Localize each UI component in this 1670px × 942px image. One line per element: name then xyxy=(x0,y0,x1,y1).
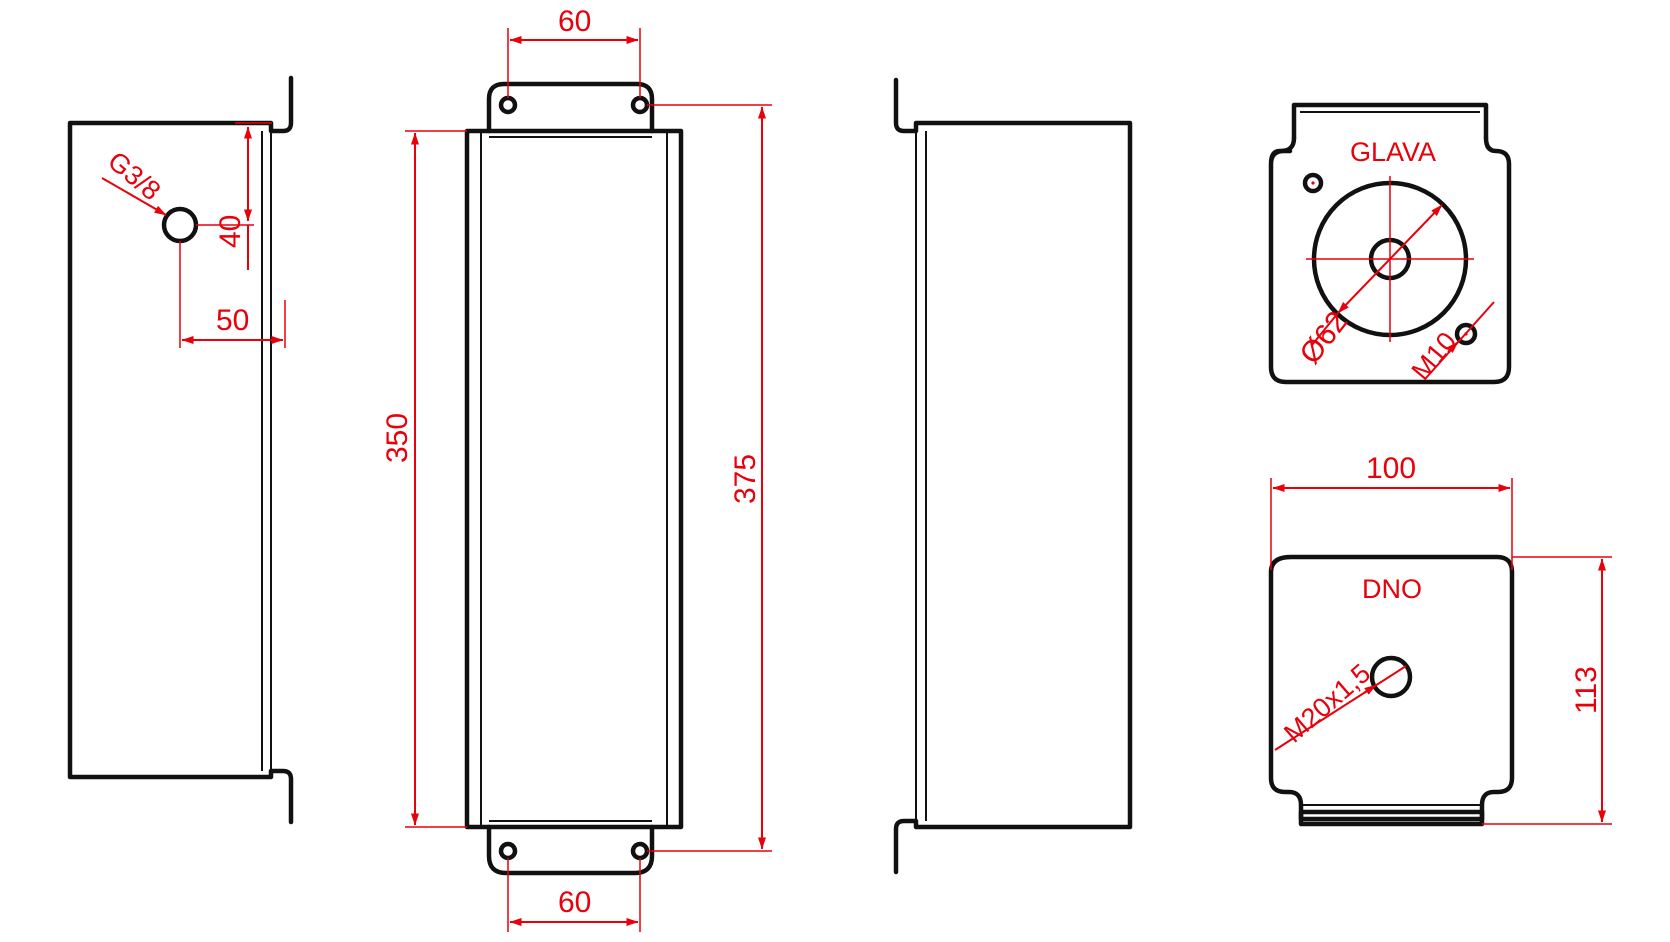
bottom-view-dno: M20x1,5 DNO 100 113 xyxy=(1268,452,1612,827)
side-view-left: G3/8 40 50 xyxy=(67,75,294,825)
dim-d62-leader xyxy=(1311,312,1339,346)
front-view-body xyxy=(464,128,684,830)
side-view-left-outline xyxy=(67,75,294,825)
dim-d62-line xyxy=(1337,204,1443,314)
glava-m10-hole xyxy=(1454,322,1478,346)
front-view: 60 60 350 375 xyxy=(381,5,772,932)
bottom-flange-hole-left xyxy=(498,841,518,861)
dno-thread-hole xyxy=(1369,655,1413,699)
side-view-right-outline xyxy=(893,77,1133,875)
bottom-flange-hole-right xyxy=(630,841,650,861)
dim-50-value: 50 xyxy=(216,304,249,337)
g38-port-hole xyxy=(161,206,199,244)
m10-arrow xyxy=(1447,341,1459,353)
glava-rim xyxy=(1291,102,1489,141)
dim-60-bottom-value: 60 xyxy=(558,886,591,919)
dim-100-value: 100 xyxy=(1366,452,1416,485)
front-view-bottom-flange xyxy=(486,824,655,876)
side-view-right xyxy=(893,77,1133,875)
top-flange-hole-left xyxy=(498,95,518,115)
glava-outline xyxy=(1268,135,1512,385)
top-flange-hole-right xyxy=(630,95,650,115)
m20-leader-line xyxy=(1274,665,1407,751)
dim-113-value: 113 xyxy=(1570,666,1603,714)
glava-small-hole-left-center xyxy=(1311,181,1315,185)
m20-label: M20x1,5 xyxy=(1278,658,1376,749)
glava-label: GLAVA xyxy=(1350,137,1436,167)
g38-leader-line xyxy=(101,177,167,216)
m20-arrow xyxy=(1363,684,1377,695)
m10-leader-line xyxy=(1425,301,1495,379)
dim-60-top-value: 60 xyxy=(558,5,591,38)
m10-label: M10 xyxy=(1406,326,1463,386)
dim-d62-value: Ø62 xyxy=(1294,305,1355,370)
front-view-top-flange xyxy=(486,81,655,134)
dno-base-plate xyxy=(1298,809,1485,827)
glava-small-hole-left xyxy=(1302,172,1324,194)
top-view-glava: Ø62 M10 GLAVA xyxy=(1268,102,1512,386)
dim-40-value: 40 xyxy=(214,215,247,248)
dim-350-value: 350 xyxy=(381,413,414,463)
dim-375-value: 375 xyxy=(729,454,762,504)
dno-label: DNO xyxy=(1362,574,1422,604)
